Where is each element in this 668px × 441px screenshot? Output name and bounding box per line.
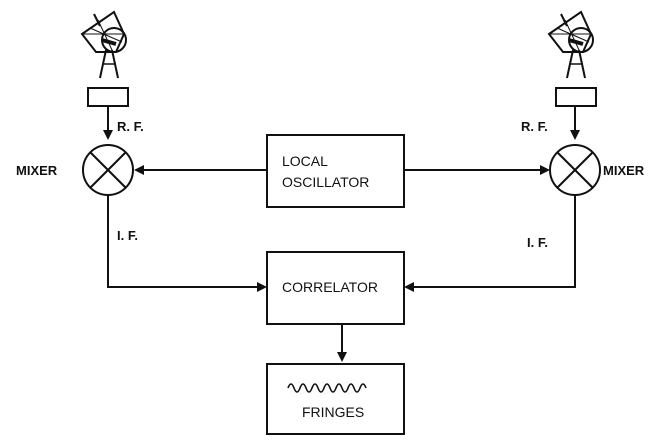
correlator-label: CORRELATOR [282, 279, 378, 295]
fringes-box [266, 363, 405, 435]
if-label-right: I. F. [527, 235, 548, 250]
if-line-left [107, 195, 258, 288]
mixer-label-left: MIXER [16, 163, 58, 178]
mixer-label-right: MIXER [603, 163, 645, 178]
if-line-right [413, 195, 576, 288]
rf-arrow-right [570, 130, 580, 140]
rf-label-right: R. F. [521, 119, 548, 134]
mixer-right-icon [549, 144, 601, 196]
receiver-right [555, 87, 597, 107]
fringes-label: FRINGES [302, 404, 364, 420]
rf-label-left: R. F. [117, 119, 144, 134]
correlator-box [266, 251, 405, 325]
if-arrow-left [257, 282, 267, 292]
receiver-left [87, 87, 129, 107]
local-oscillator-label-line1: LOCAL [282, 153, 328, 169]
antenna-right-icon [547, 10, 595, 80]
antenna-left-icon [80, 10, 128, 80]
output-arrow [337, 352, 347, 362]
local-oscillator-box [266, 134, 405, 208]
local-oscillator-label-line2: OSCILLATOR [282, 174, 369, 190]
rf-arrow-left [103, 130, 113, 140]
lo-arrow-right [540, 165, 550, 175]
fringe-wave-icon [287, 383, 367, 393]
mixer-left-icon [82, 144, 134, 196]
if-label-left: I. F. [117, 228, 138, 243]
if-arrow-right [404, 282, 414, 292]
lo-arrow-left [134, 165, 144, 175]
